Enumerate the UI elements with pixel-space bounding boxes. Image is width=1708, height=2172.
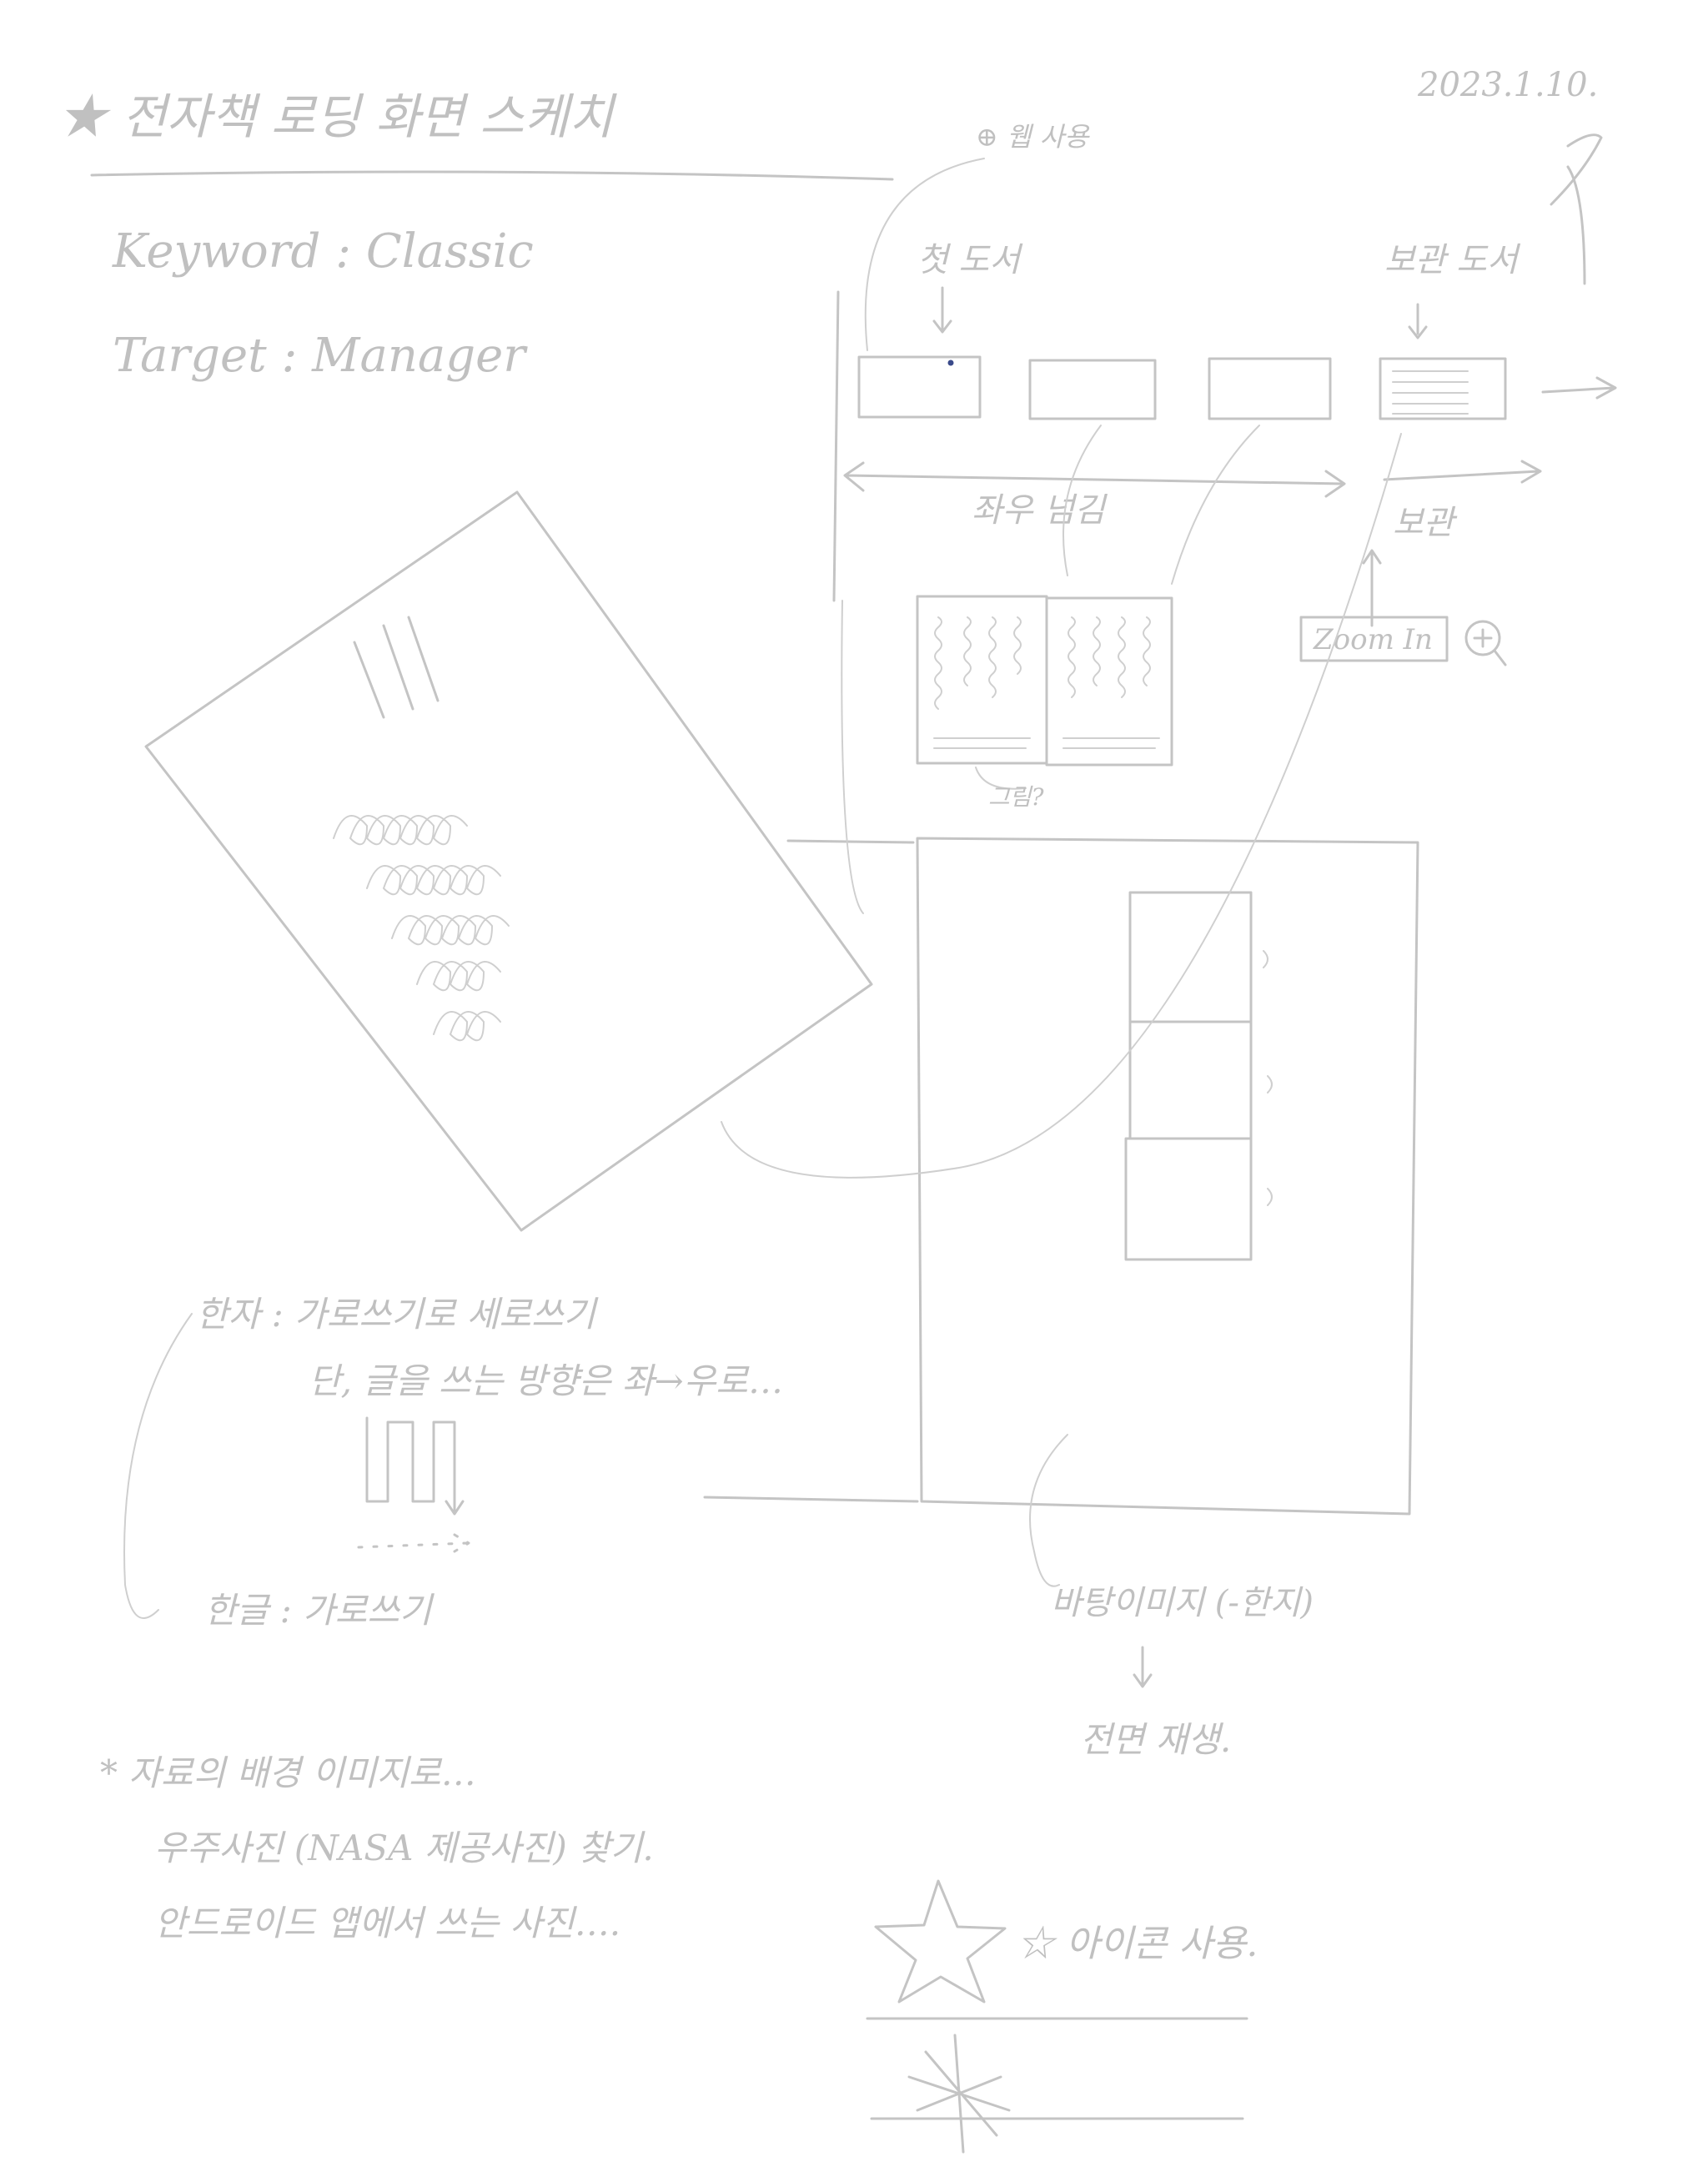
- zoom-in-button[interactable]: Zoom In: [1299, 616, 1449, 662]
- label-swipe: 좌우 넘김: [972, 491, 1108, 530]
- page-thumb-3: [1208, 357, 1332, 420]
- label-page-caption: 그림?: [988, 783, 1045, 811]
- note-star-line1: 우주사진 (NASA 제공사진) 찾기.: [154, 1828, 654, 1868]
- page-caption-hook: [975, 767, 1027, 790]
- vertical-writing-icon: [365, 1416, 465, 1516]
- arrow-page-to-zoom: [721, 433, 1402, 1179]
- target-text: Target : Manager: [113, 329, 528, 383]
- label-first-book: 첫 도서: [917, 241, 1023, 279]
- selected-dot: [947, 359, 954, 366]
- notes-bracket: [123, 1313, 193, 1619]
- page-thumb-4: [1379, 357, 1507, 420]
- more-arrow: [1383, 460, 1542, 484]
- title-underline: [90, 170, 894, 181]
- bg-label-arrow: [1029, 1434, 1068, 1587]
- device-frame-sketch: [703, 837, 1419, 1516]
- arrow-book-to-thumb3: [1171, 425, 1260, 585]
- strip-left-border: [832, 290, 840, 602]
- label-last-book: 보관 도서: [1384, 241, 1521, 279]
- note-star-title: * 자료의 배경 이미지로…: [100, 1752, 476, 1793]
- zoom-in-label: Zoom In: [1313, 623, 1433, 656]
- arrow-book-to-thumb2: [1062, 425, 1102, 576]
- sketch-title: ★ 전자책 로딩 화면 스케치: [58, 88, 617, 145]
- note-web-use-arrow: [864, 158, 985, 351]
- label-background-sub: 전면 재생.: [1080, 1719, 1231, 1760]
- keyword-text: Keyword : Classic: [112, 224, 534, 279]
- note-hanja-line2: 단, 글을 쓰는 방향은 좌→우로…: [309, 1360, 783, 1401]
- label-background: 바탕이미지 (-한지): [1051, 1584, 1314, 1622]
- zoom-in-icon[interactable]: [1464, 620, 1507, 666]
- note-hanja-line1: 한자 : 가로쓰기로 세로쓰기: [196, 1294, 599, 1335]
- star-icon: [874, 1879, 1007, 2004]
- tilted-page-sketch: [144, 490, 873, 1232]
- open-book-sketch: [916, 595, 1173, 767]
- note-star-line2: 안드로이드 앱에서 쓰는 사진….: [154, 1903, 620, 1943]
- horizontal-writing-arrow: [357, 1533, 470, 1553]
- arrow-first-book: [932, 286, 952, 334]
- note-hangul-line: 한글 : 가로쓰기: [204, 1590, 435, 1631]
- arrow-next-page: [1541, 376, 1617, 400]
- arrow-last-book: [1408, 303, 1428, 339]
- label-more: 보관: [1393, 504, 1458, 542]
- arrow-background-down: [1133, 1646, 1153, 1688]
- arrow-frame-to-strip: [841, 600, 864, 914]
- legend-rules: [866, 2017, 1248, 2120]
- zoom-arrow: [1362, 549, 1382, 627]
- signature-mark: [1550, 133, 1603, 285]
- legend-star-label: ☆ 아이콘 사용.: [1017, 1923, 1258, 1965]
- note-web-use: ⊕ 웹 사용: [976, 121, 1090, 153]
- asterisk-icon: [907, 2034, 1011, 2154]
- swipe-arrow: [843, 461, 1346, 498]
- page-thumb-2: [1028, 359, 1157, 420]
- page-thumb-1: [857, 355, 982, 419]
- sketch-date: 2023.1.10.: [1417, 66, 1598, 104]
